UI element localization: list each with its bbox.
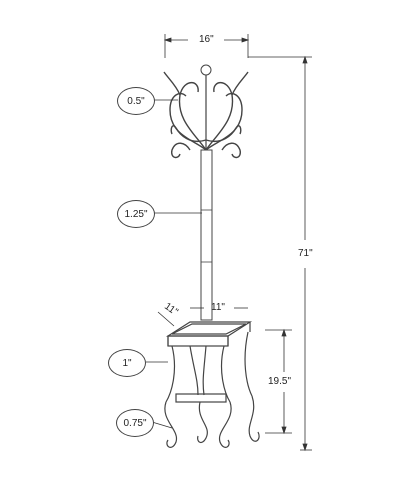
total-height-dimension (248, 55, 312, 452)
hooks (163, 71, 249, 159)
callout-leaders (146, 99, 202, 429)
pole (200, 64, 213, 321)
total-height-label: 71" (298, 248, 313, 259)
top-width-dimension (163, 34, 250, 58)
stand-frame-callout: 1" (108, 349, 146, 377)
base-width-label: 11" (211, 302, 225, 313)
base-dimensions (157, 307, 248, 327)
umbrella-stand (164, 321, 260, 448)
top-width-label: 16" (199, 34, 214, 45)
hook-thickness-callout: 0.5" (117, 87, 155, 115)
pole-diameter-callout: 1.25" (117, 200, 155, 228)
stand-height-dimension (265, 328, 292, 435)
stand-height-label: 19.5" (268, 376, 292, 387)
scroll-thickness-callout: 0.75" (116, 409, 154, 437)
